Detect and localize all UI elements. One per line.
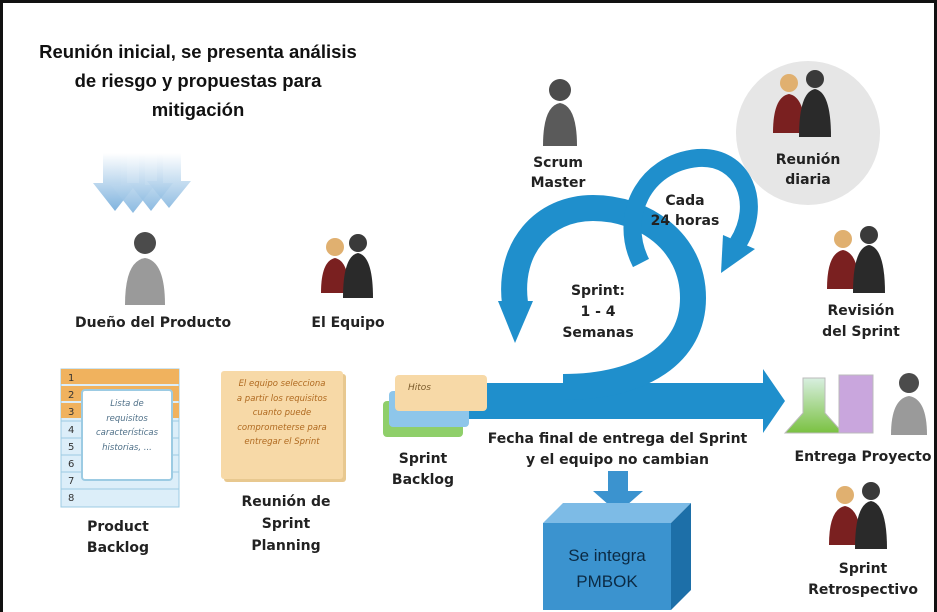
product-owner-person-icon — [125, 232, 165, 305]
product-backlog-note-line: Lista de — [110, 399, 144, 409]
scrum-master-label: Scrum Master — [523, 153, 593, 193]
sprint-planning-line: Planning — [251, 538, 321, 554]
flask-icon — [783, 374, 874, 434]
product-backlog-note-line: historias, ... — [102, 442, 152, 453]
sprint-review-label: Revisión del Sprint — [811, 301, 911, 343]
delivery-label: Entrega Proyecto — [794, 449, 932, 465]
team-people-icon — [321, 234, 373, 298]
sprint-planning-note-line: entregar el Sprint — [244, 437, 320, 447]
row-num: 7 — [68, 476, 74, 487]
intro-line: mitigación — [151, 99, 245, 120]
sprint-cycle-arrow — [498, 194, 707, 400]
product-backlog-note: Lista de requisitos características hist… — [81, 389, 173, 481]
scrum-master-person-icon — [543, 79, 577, 146]
product-backlog-note-line: características — [95, 428, 159, 438]
sprint-planning-line: Reunión de — [241, 494, 331, 510]
daily-cycle-line: Cada — [665, 193, 705, 209]
row-num: 3 — [68, 407, 74, 418]
daily-cycle-arrow — [623, 148, 758, 273]
sprint-cycle-line: Sprint: — [570, 283, 626, 299]
sprint-planning-line: Sprint — [261, 516, 311, 532]
fixed-date-line: Fecha final de entrega del Sprint — [487, 431, 748, 447]
fixed-date-label: Fecha final de entrega del Sprint y el e… — [475, 429, 760, 471]
sprint-review-line: Revisión — [827, 303, 895, 319]
product-backlog-label: Product Backlog — [73, 517, 163, 559]
sprint-planning-note-line: comprometerse para — [237, 422, 327, 433]
row-num: 8 — [68, 493, 74, 504]
pmbok-box-top — [543, 503, 691, 523]
daily-meeting-people-icon — [773, 70, 831, 137]
sprint-backlog-line: Backlog — [391, 472, 455, 488]
product-owner-label: Dueño del Producto — [75, 315, 232, 331]
product-backlog-note-line: requisitos — [106, 413, 148, 424]
scrum-master-line: Master — [530, 175, 586, 191]
retrospective-people-icon — [829, 482, 887, 549]
daily-meeting-label: Reunión diaria — [768, 150, 848, 190]
sprint-review-people-icon — [827, 226, 885, 293]
sprint-cycle-line: 1 - 4 — [580, 304, 616, 320]
daily-cycle-line: 24 horas — [650, 213, 720, 229]
sprint-backlog-line: Sprint — [398, 451, 448, 467]
sprint-backlog-label: Sprint Backlog — [383, 449, 463, 491]
pmbok-down-arrow — [593, 471, 643, 513]
intro-text: Reunión inicial, se presenta análisis de… — [23, 37, 373, 124]
row-num: 1 — [68, 373, 74, 384]
diagram-art: 1 2 3 4 5 6 7 8 — [60, 61, 927, 610]
product-backlog-line: Backlog — [86, 540, 150, 556]
sprint-planning-note-line: cuanto puede — [252, 408, 312, 418]
retrospective-label: Sprint Retrospectivo — [803, 559, 923, 601]
daily-meeting-line: diaria — [785, 172, 831, 188]
daily-meeting-line: Reunión — [775, 152, 841, 168]
sprint-planning-note: El equipo selecciona a partir los requis… — [221, 371, 343, 479]
pmbok-box: Se integra PMBOK — [543, 523, 671, 610]
daily-cycle-label: Cada 24 horas — [645, 191, 725, 231]
product-backlog-line: Product — [87, 519, 149, 535]
row-num: 6 — [68, 459, 74, 470]
retrospective-line: Retrospectivo — [808, 582, 918, 598]
sprint-planning-note-line: El equipo selecciona — [238, 379, 326, 389]
intro-line: Reunión inicial, se presenta análisis — [39, 41, 357, 62]
team-label: El Equipo — [311, 315, 385, 331]
main-flow-arrow — [459, 369, 785, 433]
sprint-cycle-label: Sprint: 1 - 4 Semanas — [558, 281, 638, 344]
pmbok-line: PMBOK — [576, 572, 638, 591]
sprint-planning-note-line: a partir los requisitos — [236, 393, 328, 404]
row-num: 2 — [68, 390, 74, 401]
intro-arrows — [93, 153, 191, 213]
sprint-review-line: del Sprint — [822, 324, 900, 340]
row-num: 4 — [68, 425, 74, 436]
sprint-planning-label: Reunión de Sprint Planning — [231, 491, 341, 557]
row-num: 5 — [68, 442, 74, 453]
intro-line: de riesgo y propuestas para — [74, 70, 322, 91]
fixed-date-line: y el equipo no cambian — [526, 452, 709, 468]
retrospective-line: Sprint — [838, 561, 888, 577]
pmbok-box-side — [671, 503, 691, 610]
pmbok-line: Se integra — [568, 546, 646, 565]
sprint-cycle-line: Semanas — [562, 325, 634, 341]
delivery-person-icon — [891, 373, 927, 435]
scrum-master-line: Scrum — [533, 155, 583, 171]
sprint-backlog-cards — [383, 375, 487, 437]
sprint-backlog-card-label: Hitos — [408, 383, 431, 393]
